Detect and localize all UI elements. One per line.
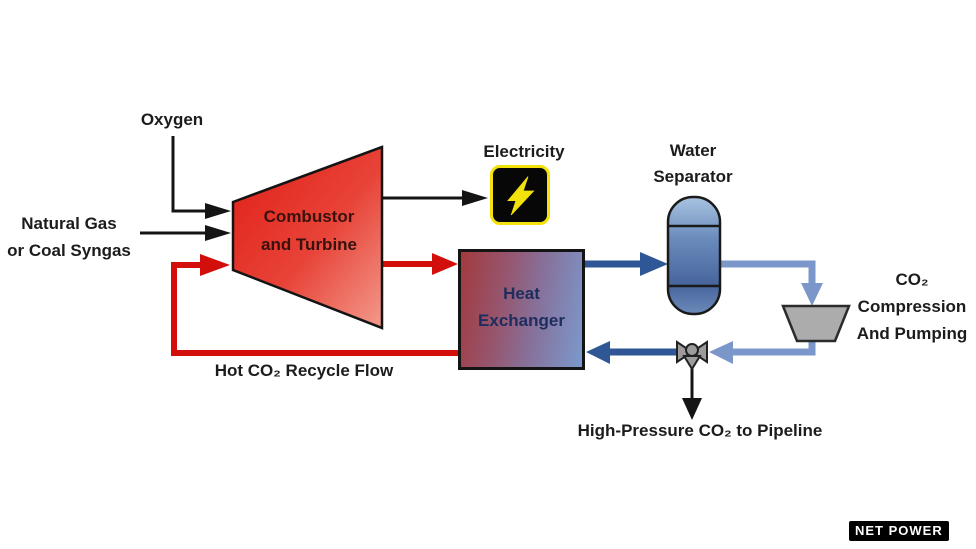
high-pressure-co2-pipeline-label: High-Pressure CO₂ to Pipeline <box>577 421 823 440</box>
hx-to-separator-arrow <box>584 252 668 276</box>
electricity-symbol <box>490 165 550 225</box>
heat-exchanger-label: Heat Exchanger <box>461 280 582 334</box>
combustor-turbine-shape <box>231 145 384 330</box>
fuel-label: Natural Gas or Coal Syngas <box>0 210 140 264</box>
water-separator-vessel <box>666 195 722 316</box>
three-way-valve-icon <box>676 340 708 371</box>
combustor-label-line1: Combustor <box>263 207 355 226</box>
hot-co2-recycle-label: Hot CO₂ Recycle Flow <box>214 361 394 380</box>
oxygen-label: Oxygen <box>140 110 204 129</box>
co2-compression-label-line1: CO₂ <box>895 270 929 289</box>
co2-compression-label-line3: And Pumping <box>856 324 968 343</box>
lightning-bolt-icon <box>507 176 535 216</box>
oxygen-flow-arrow <box>171 136 231 219</box>
water-separator-label-line1: Water <box>669 141 717 160</box>
fuel-label-line1: Natural Gas <box>21 214 117 233</box>
electricity-label: Electricity <box>483 142 565 161</box>
water-separator-label: Water Separator <box>645 138 741 190</box>
heat-exchanger-label-line1: Heat <box>503 284 540 303</box>
turbine-exhaust-arrow <box>381 253 458 275</box>
fuel-label-line2: or Coal Syngas <box>7 241 131 260</box>
valve-to-hx-arrow <box>586 341 677 364</box>
fuel-flow-arrow <box>140 225 231 241</box>
heat-exchanger-label-line2: Exchanger <box>478 311 565 330</box>
co2-compression-label-line2: Compression <box>857 297 967 316</box>
water-separator-label-line2: Separator <box>653 167 733 186</box>
co2-compressor-shape <box>781 304 851 343</box>
combustor-label-line2: and Turbine <box>260 235 357 254</box>
net-power-logo: NET POWER <box>849 521 949 541</box>
co2-compression-label: CO₂ Compression And Pumping <box>844 266 976 347</box>
pipeline-flow-arrow <box>682 368 702 420</box>
electricity-flow-arrow <box>382 190 488 206</box>
separator-to-compressor-pipe <box>720 260 823 306</box>
combustor-turbine-label: Combustor and Turbine <box>238 203 380 259</box>
heat-exchanger-box: Heat Exchanger <box>458 249 585 370</box>
hot-co2-recycle-pipe <box>171 254 458 356</box>
